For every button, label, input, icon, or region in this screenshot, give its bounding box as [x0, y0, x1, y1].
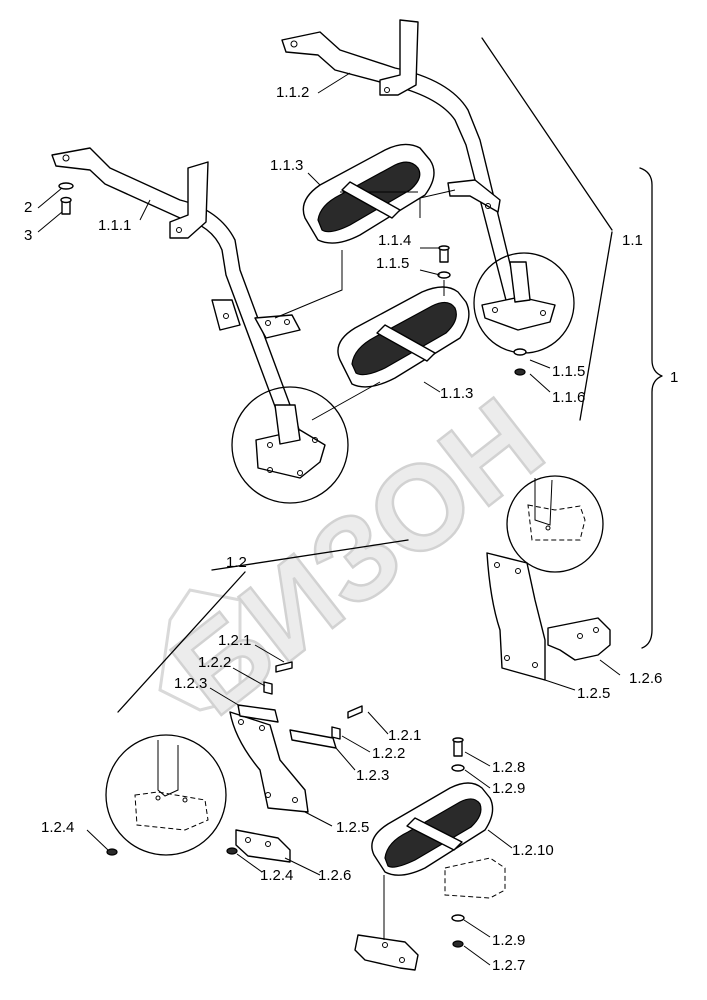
- connector-lines-upper: [274, 189, 456, 421]
- label-1-2-9-upper: 1.2.9: [492, 780, 525, 797]
- label-1-1-3-lower: 1.1.3: [440, 385, 473, 402]
- bolt-1-1-4: [437, 245, 451, 296]
- detail-circle-upper-right: [473, 252, 575, 376]
- bolt-3: [58, 182, 74, 215]
- label-1-1: 1.1: [622, 232, 643, 249]
- label-1-2-4-lower: 1.2.4: [260, 867, 293, 884]
- label-1-2-5-right: 1.2.5: [577, 685, 610, 702]
- label-1-1-2: 1.1.2: [276, 84, 309, 101]
- step-1-1-3-lower: [337, 286, 470, 388]
- handrail-1-1-1: [51, 147, 301, 437]
- bolt-1-2-8: [451, 737, 465, 772]
- bracket-1-2-6-right: [547, 617, 611, 661]
- label-1-2-10: 1.2.10: [512, 842, 554, 859]
- label-3: 3: [24, 227, 32, 244]
- bracket-1-2-right-lower: [444, 857, 506, 948]
- label-1-2-9-lower: 1.2.9: [492, 932, 525, 949]
- label-1: 1: [670, 369, 678, 386]
- spacer-1-2-2-right: [331, 726, 341, 740]
- watermark-logo: [158, 588, 242, 712]
- strip-1-2-3-right: [289, 729, 337, 749]
- group-1-1-bracket: [481, 37, 613, 421]
- label-1-2-5-left: 1.2.5: [336, 819, 369, 836]
- label-1-1-3-upper: 1.1.3: [270, 157, 303, 174]
- watermark: БИЗОН: [147, 371, 568, 741]
- label-2: 2: [24, 199, 32, 216]
- part-labels: 1.1.2 1.1.3 1.1.4 1.1.5 1.1.1 2 3 1.1 1 …: [24, 84, 678, 974]
- label-1-1-5-lower: 1.1.5: [552, 363, 585, 380]
- step-1-1-3-upper: [302, 143, 435, 244]
- label-1-1-6: 1.1.6: [552, 389, 585, 406]
- label-1-2-1-right: 1.2.1: [388, 727, 421, 744]
- watermark-text: БИЗОН: [149, 373, 567, 741]
- detail-circle-upper-left: [231, 386, 349, 504]
- plate-1-2-5-left: [229, 711, 309, 813]
- label-1-2-3-right: 1.2.3: [356, 767, 389, 784]
- detail-circle-lower-left: [105, 734, 227, 856]
- label-1-2-8: 1.2.8: [492, 759, 525, 776]
- label-1-1-5-upper: 1.1.5: [376, 255, 409, 272]
- bolt-1-2-1-right: [347, 705, 363, 719]
- spacer-1-2-2-left: [263, 681, 273, 695]
- detail-circle-lower-right: [506, 475, 604, 573]
- label-1-2-1-left: 1.2.1: [218, 632, 251, 649]
- leader-lines: [37, 72, 621, 966]
- bracket-1-2-6-left: [235, 829, 291, 863]
- step-1-2-10: [371, 782, 494, 876]
- nut-1-2-4-lower: [226, 847, 238, 855]
- label-1-2-6-right: 1.2.6: [629, 670, 662, 687]
- group-1-2-leader: [117, 539, 409, 713]
- label-1-1-1: 1.1.1: [98, 217, 131, 234]
- bracket-1-2-lower-floor: [354, 875, 419, 971]
- strip-1-2-3-left: [237, 704, 279, 723]
- label-1-1-4: 1.1.4: [378, 232, 411, 249]
- group-1-bracket: [639, 167, 663, 649]
- label-1-2-4-left: 1.2.4: [41, 819, 74, 836]
- bolt-1-2-1-left: [275, 661, 293, 673]
- label-1-2: 1.2: [226, 554, 247, 571]
- label-1-2-6-left: 1.2.6: [318, 867, 351, 884]
- label-1-2-2-left: 1.2.2: [198, 654, 231, 671]
- label-1-2-3-left: 1.2.3: [174, 675, 207, 692]
- plate-1-2-5-right: [486, 552, 546, 681]
- label-1-2-2-right: 1.2.2: [372, 745, 405, 762]
- nut-1-2-4-left: [106, 848, 118, 856]
- label-1-2-7: 1.2.7: [492, 957, 525, 974]
